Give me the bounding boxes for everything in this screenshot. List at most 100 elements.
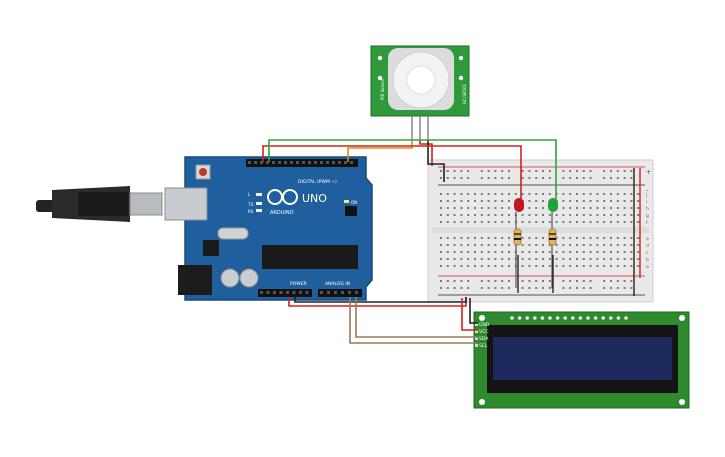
breadboard-hole[interactable] [610,177,612,179]
breadboard-hole[interactable] [508,207,510,209]
breadboard-hole[interactable] [535,244,538,246]
breadboard-hole[interactable] [535,207,538,209]
digital-pin[interactable] [248,161,251,164]
breadboard-hole[interactable] [630,287,633,289]
breadboard-hole[interactable] [460,237,463,239]
breadboard-hole[interactable] [480,193,483,195]
digital-pin[interactable] [254,161,257,164]
breadboard-hole[interactable] [603,287,606,289]
breadboard-hole[interactable] [630,207,633,209]
breadboard-hole[interactable] [582,287,585,289]
breadboard-hole[interactable] [582,207,585,209]
breadboard-hole[interactable] [460,200,463,202]
digital-pin[interactable] [332,161,335,164]
breadboard-hole[interactable] [603,280,606,282]
breadboard-hole[interactable] [562,251,565,253]
breadboard-hole[interactable] [467,170,470,172]
breadboard-hole[interactable] [548,221,551,223]
breadboard-hole[interactable] [562,200,565,202]
breadboard-hole[interactable] [487,193,490,195]
breadboard-hole[interactable] [576,207,578,209]
breadboard-hole[interactable] [487,214,490,216]
breadboard-hole[interactable] [630,221,633,223]
breadboard-hole[interactable] [494,193,497,195]
breadboard-hole[interactable] [487,265,490,267]
breadboard-hole[interactable] [467,214,470,216]
breadboard-hole[interactable] [576,258,578,260]
breadboard-hole[interactable] [569,280,572,282]
breadboard-hole[interactable] [528,280,531,282]
breadboard-hole[interactable] [440,200,442,202]
breadboard-hole[interactable] [610,207,612,209]
breadboard-hole[interactable] [637,221,640,223]
breadboard-hole[interactable] [576,237,578,239]
breadboard-hole[interactable] [440,207,442,209]
breadboard-hole[interactable] [616,214,619,216]
breadboard-hole[interactable] [637,237,640,239]
breadboard-hole[interactable] [528,237,531,239]
breadboard-hole[interactable] [610,287,612,289]
breadboard-hole[interactable] [542,280,544,282]
breadboard-hole[interactable] [453,207,456,209]
breadboard-hole[interactable] [487,200,490,202]
breadboard-hole[interactable] [453,280,456,282]
breadboard-hole[interactable] [610,214,612,216]
breadboard-hole[interactable] [460,170,463,172]
breadboard-hole[interactable] [535,287,538,289]
breadboard-hole[interactable] [562,287,565,289]
breadboard-hole[interactable] [542,214,544,216]
breadboard-hole[interactable] [569,237,572,239]
breadboard-hole[interactable] [630,265,633,267]
breadboard-hole[interactable] [440,280,442,282]
breadboard-hole[interactable] [535,200,538,202]
breadboard-hole[interactable] [453,214,456,216]
breadboard-hole[interactable] [630,193,633,195]
breadboard-hole[interactable] [480,200,483,202]
breadboard-hole[interactable] [480,170,483,172]
breadboard-hole[interactable] [521,177,524,179]
breadboard-hole[interactable] [480,221,483,223]
breadboard-hole[interactable] [569,265,572,267]
breadboard-hole[interactable] [603,214,606,216]
breadboard-hole[interactable] [446,237,449,239]
breadboard-hole[interactable] [467,287,470,289]
breadboard-hole[interactable] [596,207,599,209]
breadboard-hole[interactable] [562,280,565,282]
breadboard-hole[interactable] [569,214,572,216]
breadboard-hole[interactable] [494,244,497,246]
breadboard-hole[interactable] [576,193,578,195]
breadboard-hole[interactable] [528,207,531,209]
breadboard-hole[interactable] [501,200,504,202]
digital-pin[interactable] [278,161,281,164]
breadboard-hole[interactable] [460,244,463,246]
breadboard-hole[interactable] [603,177,606,179]
breadboard-hole[interactable] [467,244,470,246]
breadboard-hole[interactable] [562,244,565,246]
breadboard-hole[interactable] [508,214,510,216]
digital-pin[interactable] [320,161,323,164]
breadboard-hole[interactable] [508,251,510,253]
power-pin[interactable] [292,291,296,294]
breadboard-hole[interactable] [480,287,483,289]
breadboard-hole[interactable] [582,280,585,282]
breadboard-hole[interactable] [501,170,504,172]
breadboard-hole[interactable] [535,280,538,282]
breadboard-hole[interactable] [582,265,585,267]
breadboard-hole[interactable] [542,258,544,260]
breadboard-hole[interactable] [474,237,476,239]
breadboard-hole[interactable] [569,170,572,172]
breadboard-hole[interactable] [589,287,592,289]
breadboard-hole[interactable] [460,265,463,267]
breadboard-hole[interactable] [474,244,476,246]
breadboard-hole[interactable] [569,177,572,179]
breadboard-hole[interactable] [453,221,456,223]
breadboard-hole[interactable] [548,244,551,246]
breadboard-hole[interactable] [623,221,626,223]
breadboard-hole[interactable] [474,221,476,223]
breadboard-hole[interactable] [528,251,531,253]
digital-pin[interactable] [290,161,293,164]
digital-pin[interactable] [284,161,287,164]
breadboard-hole[interactable] [589,244,592,246]
breadboard-hole[interactable] [630,251,633,253]
breadboard-hole[interactable] [453,193,456,195]
